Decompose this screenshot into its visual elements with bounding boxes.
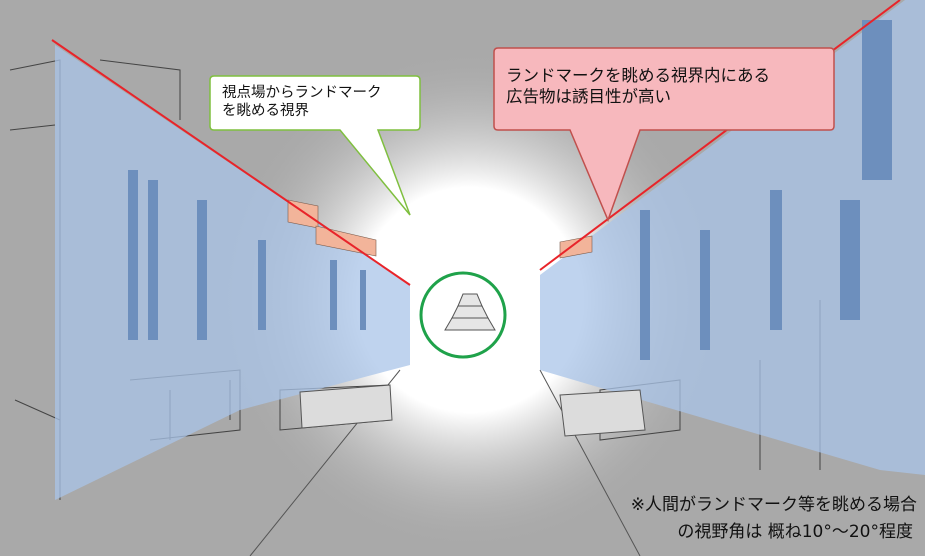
- landmark-focus-circle: [419, 271, 507, 359]
- callout-left-line1: 視点場からランドマーク: [222, 85, 382, 101]
- footnote-line1: ※人間がランドマーク等を眺める場合: [630, 495, 917, 515]
- callout-left-text: 視点場からランドマーク を眺める視界: [222, 84, 412, 120]
- callout-right-line2: 広告物は誘目性が高い: [506, 86, 671, 106]
- right-window-strips: [640, 20, 892, 360]
- callout-right-bubble: [493, 47, 835, 223]
- callout-right-line1: ランドマークを眺める視界内にある: [506, 66, 770, 85]
- landmark-castle: [444, 293, 496, 331]
- road-blocks: [299, 384, 646, 437]
- callout-left-bubble: [209, 75, 421, 216]
- sightlines: [51, 0, 901, 286]
- left-window-strips: [128, 170, 366, 340]
- callout-left-line2: を眺める視界: [222, 103, 309, 120]
- left-buildings-overlay: [55, 45, 410, 500]
- callout-right-text: ランドマークを眺める視界内にある 広告物は誘目性が高い: [506, 66, 826, 107]
- footnote-line2: の視野角は 概ね10°～20°程度: [677, 522, 913, 542]
